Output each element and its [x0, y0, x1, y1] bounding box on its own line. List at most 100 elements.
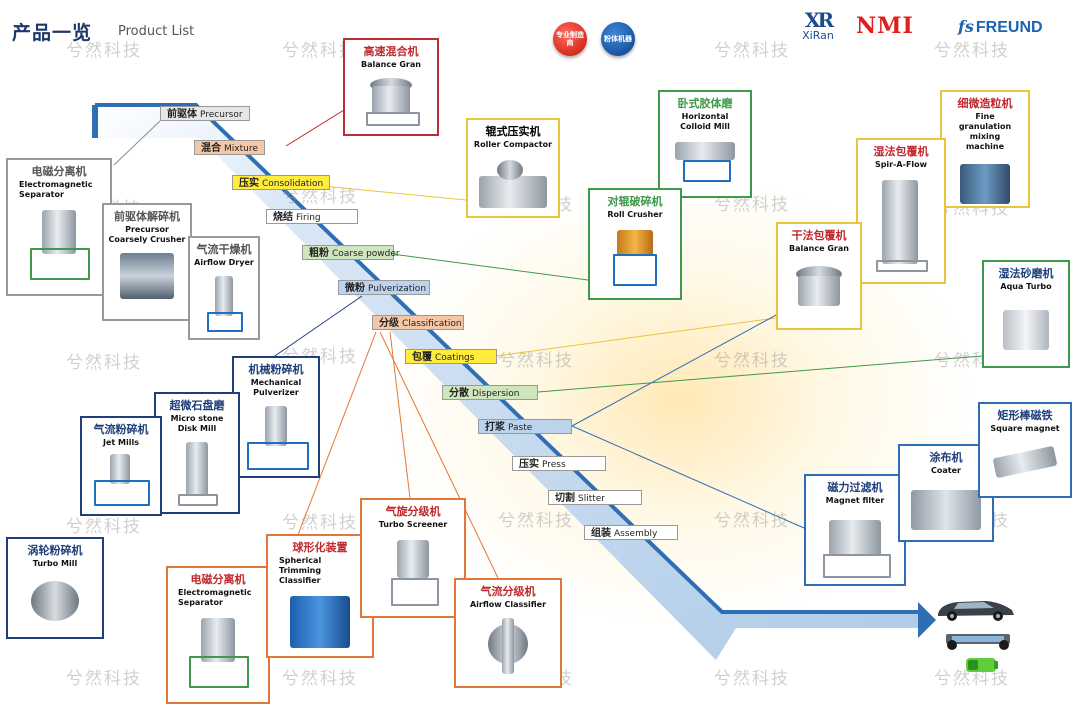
- machine-image: [377, 534, 449, 608]
- machine-card-airflow-dryer: 气流干燥机 Airflow Dryer: [188, 236, 260, 340]
- stage-zh: 压实: [519, 459, 539, 470]
- watermark: 兮然科技: [66, 517, 142, 537]
- machine-name-en: Fine granulation mixing machine: [958, 112, 1012, 151]
- machine-card-em-separator-top: 电磁分离机 Electromagnetic Separator: [6, 158, 112, 296]
- manufacturer-badge: 专业制造商: [553, 22, 587, 56]
- xiran-logo-text: XiRan: [802, 29, 834, 42]
- machine-card-turbo-screener: 气旋分级机 Turbo Screener: [360, 498, 466, 618]
- machine-name-en: Coater: [931, 466, 961, 475]
- xiran-logo: XR XiRan: [796, 8, 840, 42]
- watermark: 兮然科技: [282, 669, 358, 689]
- machine-name-zh: 细微造粒机: [957, 97, 1013, 110]
- machine-name-zh: 湿法砂磨机: [998, 267, 1054, 280]
- stage-en: Mixture: [224, 144, 258, 154]
- watermark: 兮然科技: [714, 511, 790, 531]
- watermark: 兮然科技: [498, 351, 574, 371]
- machine-name-en: Aqua Turbo: [1000, 282, 1052, 291]
- machine-name-en: Jet Mills: [103, 438, 139, 447]
- watermark: 兮然科技: [714, 195, 790, 215]
- machine-image: [179, 612, 257, 690]
- machine-image: [20, 204, 98, 282]
- machine-name-zh: 卧式胶体磨: [677, 97, 733, 110]
- machine-image: [19, 573, 91, 633]
- machine-image: [468, 614, 548, 680]
- stage-zh: 烧结: [273, 212, 293, 223]
- machine-card-mechanical-pulverizer: 机械粉碎机 Mechanical Pulverizer: [232, 356, 320, 478]
- link-paste-2: [571, 425, 805, 529]
- nmi-logo: NMI: [856, 13, 914, 39]
- link-precursor: [113, 120, 161, 166]
- watermark: 兮然科技: [498, 511, 574, 531]
- machine-image: [988, 438, 1062, 488]
- stage-zh: 粗粉: [309, 248, 329, 259]
- machine-name-zh: 对辊破碎机: [607, 195, 663, 208]
- machine-image: [356, 74, 426, 126]
- stage-en: Consolidation: [262, 179, 324, 189]
- machine-name-zh: 球形化装置: [292, 541, 348, 554]
- machine-image: [241, 402, 311, 472]
- machine-card-colloid-mill: 卧式胶体磨 Horizontal Colloid Mill: [658, 90, 752, 198]
- machine-card-em-separator-bottom: 电磁分离机 Electromagnetic Separator: [166, 566, 270, 704]
- watermark: 兮然科技: [66, 41, 142, 61]
- electric-car-icon: [938, 601, 1014, 621]
- link-dispersion: [537, 355, 983, 393]
- machine-image: [907, 480, 985, 536]
- process-arrow-head: [918, 602, 936, 638]
- machine-image: [952, 156, 1018, 212]
- freund-logo-mark: fs: [958, 17, 974, 36]
- link-pulverization: [271, 295, 363, 359]
- machine-image: [475, 154, 551, 210]
- stage-zh: 压实: [239, 178, 259, 189]
- watermark: 兮然科技: [282, 187, 358, 207]
- watermark: 兮然科技: [934, 669, 1010, 689]
- machine-image: [116, 249, 178, 303]
- machine-name-en: Airflow Dryer: [194, 258, 254, 267]
- machine-name-en: Precursor Coarsely Crusher: [108, 225, 186, 244]
- machine-name-zh: 涡轮粉碎机: [27, 544, 83, 557]
- machine-card-roll-crusher: 对辊破碎机 Roll Crusher: [588, 188, 682, 300]
- link-coarse: [391, 253, 589, 281]
- machine-name-zh: 干法包覆机: [791, 229, 847, 242]
- machine-name-zh: 辊式压实机: [485, 125, 541, 138]
- machine-name-zh: 矩形棒磁铁: [997, 409, 1053, 422]
- stage-en: Coarse powder: [332, 249, 400, 259]
- machine-name-en: Mechanical Pulverizer: [250, 378, 302, 397]
- machine-name-en: Square magnet: [990, 424, 1060, 433]
- machine-name-en: Balance Gran: [361, 60, 421, 69]
- machine-name-zh: 机械粉碎机: [248, 363, 304, 376]
- machine-card-square-magnet: 矩形棒磁铁 Square magnet: [978, 402, 1072, 498]
- machine-name-en: Electromagnetic Separator: [178, 588, 252, 607]
- stage-en: Assembly: [614, 529, 658, 539]
- link-consolidation: [321, 185, 467, 201]
- machine-card-dry-coating: 干法包覆机 Balance Gran: [776, 222, 862, 330]
- stage-zh: 包覆: [412, 352, 432, 363]
- machine-name-zh: 前驱体解碎机: [114, 210, 180, 223]
- stage-en: Pulverization: [368, 284, 427, 294]
- machine-image: [786, 258, 852, 320]
- stage-en: Classification: [402, 319, 462, 329]
- stage-en: Slitter: [578, 494, 606, 504]
- machine-name-zh: 气流粉碎机: [93, 423, 149, 436]
- machine-name-en: Turbo Screener: [378, 520, 448, 529]
- ev-chassis-icon: [946, 634, 1010, 650]
- watermark: 兮然科技: [282, 41, 358, 61]
- watermark: 兮然科技: [934, 41, 1010, 61]
- machine-name-zh: 电磁分离机: [190, 573, 246, 586]
- machine-card-aqua-turbo: 湿法砂磨机 Aqua Turbo: [982, 260, 1070, 368]
- page-title: 产品一览: [12, 22, 93, 44]
- stage-en: Dispersion: [472, 389, 520, 399]
- machine-name-en: Roll Crusher: [607, 210, 663, 219]
- machine-card-magnet-filter: 磁力过滤机 Magnet filter: [804, 474, 906, 586]
- machine-image: [669, 136, 741, 182]
- machine-card-airflow-classifier: 气流分级机 Airflow Classifier: [454, 578, 562, 688]
- stage-en: Paste: [508, 423, 533, 433]
